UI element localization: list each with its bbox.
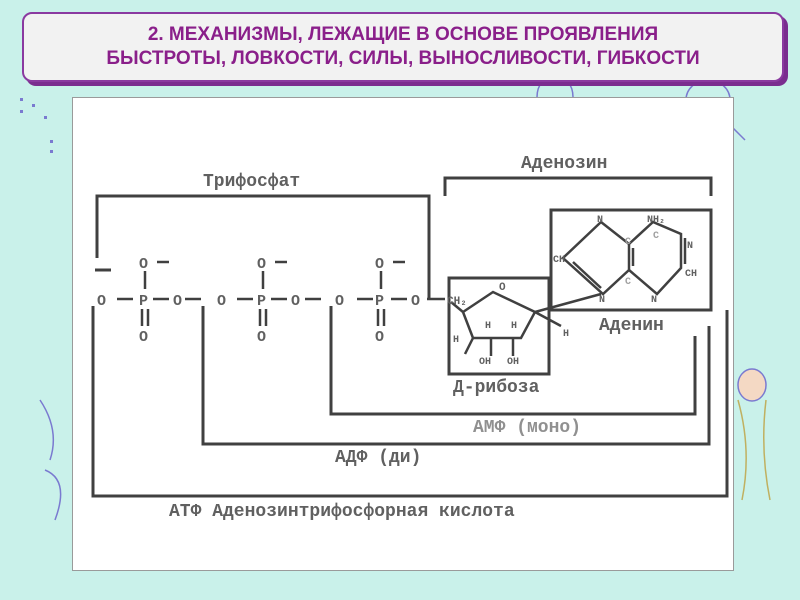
atom-ch: CH	[685, 269, 697, 280]
atom-h: H	[563, 329, 569, 340]
atom-o: O	[375, 329, 384, 346]
atom-nh2: NH₂	[647, 215, 665, 226]
ribose-label: Д-рибоза	[453, 377, 540, 398]
atom-p: P	[139, 293, 148, 310]
atom-o: O	[411, 293, 420, 310]
atom-o: O	[499, 282, 506, 294]
atp-structure-diagram: Трифосфат Аденозин Аденин Д-рибоза АМФ (…	[91, 154, 729, 522]
atom-n: N	[597, 215, 603, 226]
atom-n: N	[651, 295, 657, 306]
slide-title: 2. МЕХАНИЗМЫ, ЛЕЖАЩИЕ В ОСНОВЕ ПРОЯВЛЕНИ…	[22, 12, 784, 82]
adenine-label: Аденин	[599, 316, 664, 336]
atom-o: O	[257, 329, 266, 346]
adp-bracket	[201, 306, 711, 446]
atom-o: O	[335, 293, 344, 310]
pyrimidine-ring	[628, 220, 683, 296]
atom-o: O	[257, 256, 266, 273]
adenosine-bracket	[443, 176, 713, 196]
atom-n: N	[687, 241, 693, 252]
atp-bracket	[91, 306, 729, 498]
adenine-box	[549, 208, 713, 312]
triphosphate-label: Трифосфат	[203, 172, 300, 192]
atom-p: P	[375, 293, 384, 310]
atom-h: H	[511, 321, 517, 332]
atom-o: O	[173, 293, 182, 310]
atom-o: O	[217, 293, 226, 310]
adenosine-label: Аденозин	[521, 154, 607, 174]
amp-bracket	[329, 306, 697, 416]
atom-ch: CH	[553, 255, 565, 266]
triphosphate-bracket	[95, 194, 431, 298]
atp-label: АТФ Аденозинтрифосфорная кислота	[169, 502, 515, 522]
amp-label: АМФ (моно)	[473, 418, 581, 438]
atom-h: H	[453, 335, 459, 346]
atom-c: C	[653, 231, 659, 242]
atom-o: O	[375, 256, 384, 273]
atom-o: O	[97, 293, 106, 310]
figure-sketch	[737, 368, 767, 402]
ribose-box	[447, 276, 551, 376]
atom-o: O	[139, 256, 148, 273]
title-line-2: БЫСТРОТЫ, ЛОВКОСТИ, СИЛЫ, ВЫНОСЛИВОСТИ, …	[106, 48, 700, 69]
diagram-panel: Трифосфат Аденозин Аденин Д-рибоза АМФ (…	[72, 97, 734, 571]
purine-ring	[561, 221, 631, 296]
adp-label: АДФ (ди)	[335, 448, 421, 468]
atom-c: C	[625, 277, 631, 288]
atom-h: H	[485, 321, 491, 332]
title-line-1: 2. МЕХАНИЗМЫ, ЛЕЖАЩИЕ В ОСНОВЕ ПРОЯВЛЕНИ…	[147, 24, 659, 45]
atom-oh: OH	[479, 357, 491, 368]
atom-ch2: CH₂	[447, 296, 467, 308]
atom-oh: OH	[507, 357, 519, 368]
atom-o: O	[139, 329, 148, 346]
atom-o: O	[291, 293, 300, 310]
atom-c: C	[625, 237, 631, 248]
ribose-ring	[461, 290, 537, 340]
atom-n: N	[599, 295, 605, 306]
atom-p: P	[257, 293, 266, 310]
